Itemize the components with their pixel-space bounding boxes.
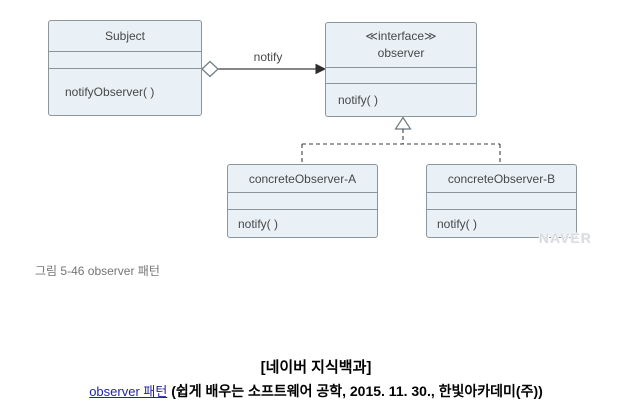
attributes-compartment-concrete-b [427,192,576,209]
methods-compartment-concrete-a: notify( ) [228,209,377,237]
arrowhead-icon [315,63,327,75]
naver-watermark: NAVER [539,230,592,246]
class-name-observer: ≪interface≫ observer [326,23,476,67]
attributes-compartment-subject [49,51,201,68]
source-title: [네이버 지식백과] [260,359,372,376]
method-label: notify( ) [338,93,379,107]
class-name-concrete-b: concreteObserver-B [447,171,556,186]
methods-compartment-observer: notify( ) [326,83,476,116]
methods-compartment-concrete-b: notify( ) [427,209,576,237]
class-box-concrete-observer-a: concreteObserver-A notify( ) [227,164,378,238]
citation-text: (쉽게 배우는 소프트웨어 공학, 2015. 11. 30., 한빛아카데미(… [171,383,543,399]
method-label: notify( ) [437,216,478,231]
attributes-compartment-observer [326,67,476,83]
class-box-subject: Subject notifyObserver( ) [48,20,202,116]
realization-dashed-lines [301,129,501,164]
method-label: notify( ) [238,216,279,231]
class-name-concrete-a: concreteObserver-A [248,171,357,186]
realization-triangle-icon [394,116,412,130]
uml-observer-diagram: Subject notifyObserver( ) ≪interface≫ ob… [48,20,592,246]
class-name-subject: Subject [104,29,146,43]
observer-pattern-link[interactable]: observer 패턴 [89,384,168,399]
method-label: notifyObserver( ) [65,85,155,99]
figure-caption: 그림 5-46 observer 패턴 [35,264,160,278]
interface-name-label: observer [377,46,425,60]
attributes-compartment-concrete-a [228,192,377,209]
aggregation-diamond-icon [201,60,219,78]
connector-lines [201,60,501,164]
citation-line: observer 패턴 (쉽게 배우는 소프트웨어 공학, 2015. 11. … [0,381,632,401]
methods-compartment-subject: notifyObserver( ) [49,68,201,115]
class-box-concrete-observer-b: concreteObserver-B notify( ) [426,164,577,238]
stereotype-label: ≪interface≫ [365,29,437,43]
association-label-notify: notify [253,50,283,64]
class-box-observer: ≪interface≫ observer notify( ) [325,22,477,117]
